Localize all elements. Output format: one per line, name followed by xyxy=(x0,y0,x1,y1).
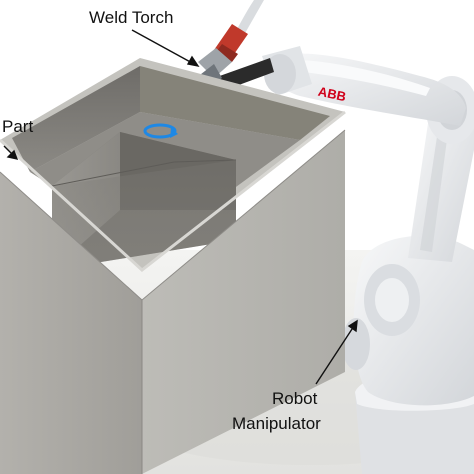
rotation-arrow-icon xyxy=(143,123,178,139)
part-arrow-head xyxy=(6,149,19,160)
box-front-wall xyxy=(0,172,142,474)
abb-logo: ABB xyxy=(317,84,348,105)
robot-lower-arm-shade xyxy=(420,130,448,252)
box-inner-back-right xyxy=(140,66,330,140)
robot-joint-1-cap xyxy=(375,278,409,322)
robot-motor xyxy=(342,318,370,370)
inner-cube-rim xyxy=(51,159,237,187)
pointer-arrow-icon xyxy=(3,29,358,385)
rotation-arrow-head xyxy=(170,128,178,138)
weld-torch-arrow-line xyxy=(131,29,195,65)
box-inner-back-left xyxy=(12,66,140,172)
robot-arrow-line xyxy=(315,325,355,385)
robot-wrist-joint xyxy=(264,54,296,94)
robot-upper-arm-highlight xyxy=(300,60,430,96)
weld-torch-arrow-head xyxy=(186,55,200,68)
box-right-wall xyxy=(142,130,345,474)
manipulator-label: Manipulator xyxy=(232,414,321,433)
part-box xyxy=(0,58,346,474)
robot-arrow-head xyxy=(347,319,358,333)
robot-label: Robot xyxy=(272,389,318,408)
weld-torch-label: Weld Torch xyxy=(89,8,174,27)
robot-base xyxy=(355,392,474,474)
part-label: Part xyxy=(2,117,34,136)
robot-manipulator: ABB xyxy=(214,46,474,474)
box-rim-edge xyxy=(0,110,346,272)
torch-handle-band xyxy=(216,44,238,62)
rotation-arrow-ring xyxy=(143,123,177,139)
inner-cube-front-face xyxy=(52,160,236,270)
